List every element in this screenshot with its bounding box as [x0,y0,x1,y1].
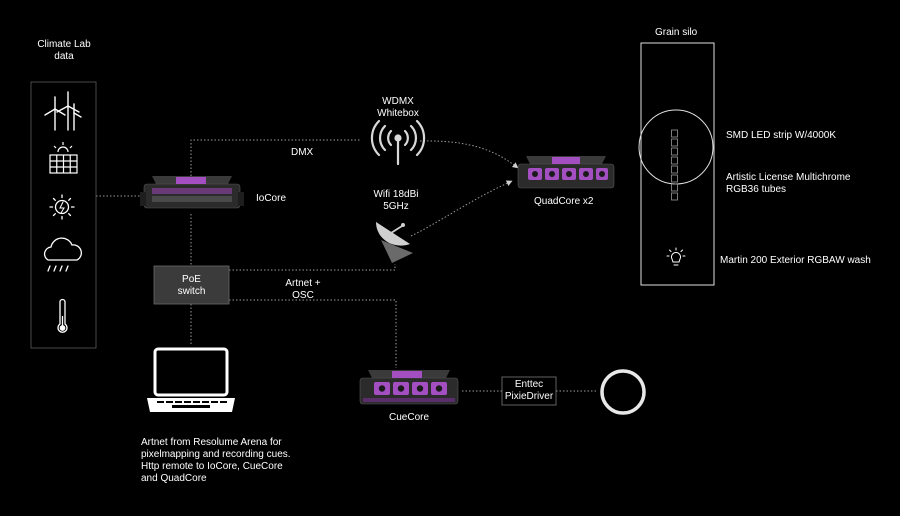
wdmx-label-line1: WDMX [382,96,414,107]
cuecore-label: CueCore [389,412,430,423]
climate-title-line1: Climate Lab [37,39,91,50]
laptop-icon [147,347,235,412]
connection-lines [96,139,598,392]
enttec-label-line2: PixieDriver [504,391,554,402]
dmx-label: DMX [291,147,314,158]
poe-to-wifi-line [229,264,396,271]
poe-switch-label: PoE switch [154,274,229,298]
cuecore-device [359,370,459,405]
climate-data-panel [30,81,97,349]
quadcore-label: QuadCore x2 [534,196,594,207]
solar-panel-icon [49,142,78,174]
iocore-to-wdmx-line [190,139,360,176]
wash-light-icon [666,247,686,266]
rain-cloud-icon [43,237,82,272]
poe-switch-box [153,265,230,305]
artnet-label-line2: OSC [292,290,314,301]
thermometer-icon [57,298,68,333]
poe-label-line1: PoE [182,274,201,285]
wifi-label: Wifi 18dBi 5GHz [363,189,429,213]
wdmx-to-quadcore-arrow [419,140,519,169]
laptop-caption-line: Http remote to IoCore, CueCore [141,461,283,472]
wdmx-label: WDMX Whitebox [368,96,428,120]
laptop-caption-line: and QuadCore [141,473,207,484]
led-tube-column [671,129,678,201]
quadcore-device [517,156,615,189]
wind-turbine-icon [44,91,82,131]
enttec-label: Enttec PixieDriver [502,379,556,403]
sun-icon [49,194,75,220]
iocore-device [140,176,244,209]
artnet-label-line1: Artnet + [285,278,321,289]
satellite-dish-icon [376,222,413,263]
enttec-label-line1: Enttec [514,379,544,390]
artnet-label: Artnet + OSC [275,278,331,302]
wifi-label-line2: 5GHz [383,201,409,212]
climate-title-line2: data [54,51,74,62]
poe-label-line2: switch [177,286,206,297]
laptop-caption: Artnet from Resolume Arena for pixelmapp… [141,437,291,485]
tubes-label-line2: RGB36 tubes [726,184,787,195]
wash-label: Martin 200 Exterior RGBAW wash [720,255,871,266]
laptop-caption-line: Artnet from Resolume Arena for [141,437,282,448]
wifi-to-quadcore-arrow [410,180,513,237]
poe-to-cuecore-line [229,299,397,368]
laptop-caption-line: pixelmapping and recording cues. [141,449,291,460]
wifi-label-line1: Wifi 18dBi [373,189,419,200]
wdmx-label-line2: Whitebox [377,108,419,119]
tubes-label-line1: Artistic License Multichrome [726,172,851,183]
silo-title: Grain silo [655,27,698,38]
climate-title: Climate Lab data [26,39,102,63]
grain-silo [638,42,715,286]
enttec-box [501,376,557,406]
wdmx-antenna-icon [370,119,426,166]
tubes-label: Artistic License Multichrome RGB36 tubes [726,172,850,196]
led-strip-label: SMD LED strip W/4000K [726,130,837,141]
iocore-label: IoCore [256,193,287,204]
pixel-ring [600,369,646,415]
